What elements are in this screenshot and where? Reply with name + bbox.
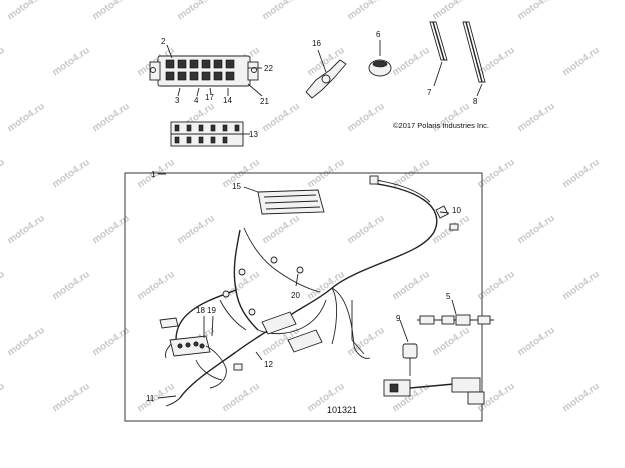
harness-assembly-frame xyxy=(124,172,483,422)
watermark-text: moto4.ru xyxy=(220,157,261,191)
watermark-text: moto4.ru xyxy=(50,45,91,79)
watermark-text: moto4.ru xyxy=(560,157,601,191)
callout-18: 18 xyxy=(196,306,205,315)
callout-1: 1 xyxy=(151,170,156,179)
cable-tie-icon xyxy=(429,21,486,97)
callout-19: 19 xyxy=(207,306,216,315)
callout-15: 15 xyxy=(232,182,241,191)
watermark-text: moto4.ru xyxy=(90,101,131,135)
callout-14: 14 xyxy=(223,96,232,105)
callout-22: 22 xyxy=(264,64,273,73)
watermark-text: moto4.ru xyxy=(135,269,176,303)
watermark-text: moto4.ru xyxy=(90,0,131,22)
watermark-text: moto4.ru xyxy=(90,325,131,359)
watermark-text: moto4.ru xyxy=(345,101,386,135)
watermark-text: moto4.ru xyxy=(390,269,431,303)
watermark-text: moto4.ru xyxy=(305,157,346,191)
callout-12: 12 xyxy=(264,360,273,369)
callout-2: 2 xyxy=(161,37,166,46)
watermark-text: moto4.ru xyxy=(50,269,91,303)
watermark-text: moto4.ru xyxy=(305,269,346,303)
callout-9: 9 xyxy=(396,314,401,323)
watermark-text: moto4.ru xyxy=(560,45,601,79)
watermark-text: moto4.ru xyxy=(50,381,91,415)
watermark-text: moto4.ru xyxy=(5,213,46,247)
watermark-text: moto4.ru xyxy=(5,101,46,135)
connector-assembly-icon xyxy=(383,319,485,405)
callout-11: 11 xyxy=(146,394,155,403)
module-icon xyxy=(243,186,325,215)
watermark-text: moto4.ru xyxy=(515,325,556,359)
watermark-text: moto4.ru xyxy=(0,269,7,303)
watermark-text: moto4.ru xyxy=(515,213,556,247)
copyright-text: ©2017 Polaris Industries Inc. xyxy=(393,121,489,130)
watermark-text: moto4.ru xyxy=(390,45,431,79)
callout-13: 13 xyxy=(249,130,258,139)
callout-8: 8 xyxy=(473,97,478,106)
callout-21: 21 xyxy=(260,97,269,106)
watermark-text: moto4.ru xyxy=(135,157,176,191)
watermark-text: moto4.ru xyxy=(175,0,216,22)
watermark-text: moto4.ru xyxy=(0,157,7,191)
callout-3: 3 xyxy=(175,96,180,105)
watermark-text: moto4.ru xyxy=(0,45,7,79)
watermark-text: moto4.ru xyxy=(515,0,556,22)
watermark-text: moto4.ru xyxy=(515,101,556,135)
callout-10: 10 xyxy=(452,206,461,215)
fuse-label-icon xyxy=(170,121,250,147)
watermark-text: moto4.ru xyxy=(560,381,601,415)
callout-4: 4 xyxy=(194,96,199,105)
callout-6: 6 xyxy=(376,30,381,39)
watermark-text: moto4.ru xyxy=(220,381,261,415)
watermark-text: moto4.ru xyxy=(5,325,46,359)
watermark-text: moto4.ru xyxy=(430,0,471,22)
callout-20: 20 xyxy=(291,291,300,300)
fuse-block-icon xyxy=(149,44,263,97)
watermark-text: moto4.ru xyxy=(260,213,301,247)
connector-harness-icon xyxy=(417,299,494,326)
watermark-text: moto4.ru xyxy=(345,0,386,22)
watermark-text: moto4.ru xyxy=(0,381,7,415)
watermark-text: moto4.ru xyxy=(175,213,216,247)
watermark-text: moto4.ru xyxy=(5,0,46,22)
watermark-text: moto4.ru xyxy=(560,269,601,303)
callout-7: 7 xyxy=(427,88,432,97)
watermark-text: moto4.ru xyxy=(345,213,386,247)
watermark-text: moto4.ru xyxy=(390,157,431,191)
callout-16: 16 xyxy=(312,39,321,48)
watermark-text: moto4.ru xyxy=(135,381,176,415)
watermark-text: moto4.ru xyxy=(430,325,471,359)
watermark-text: moto4.ru xyxy=(90,213,131,247)
callout-17: 17 xyxy=(205,93,214,102)
sensor-icon xyxy=(305,49,347,99)
callout-5: 5 xyxy=(446,292,451,301)
wire-harness-icon xyxy=(159,175,459,407)
watermark-text: moto4.ru xyxy=(475,45,516,79)
figure-id: 101321 xyxy=(327,405,357,415)
watermark-text: moto4.ru xyxy=(260,0,301,22)
watermark-text: moto4.ru xyxy=(50,157,91,191)
relay-icon xyxy=(368,40,392,77)
